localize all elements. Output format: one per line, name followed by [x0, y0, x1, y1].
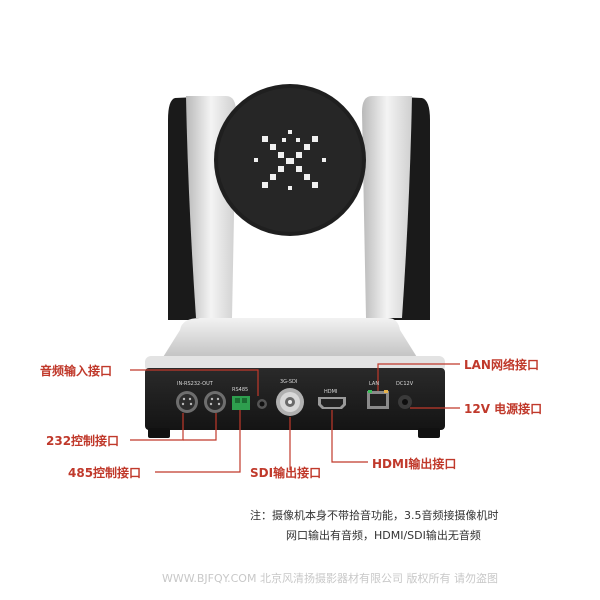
callout-rs232: 232控制接口 — [46, 434, 120, 448]
note-line-2: 网口输出有音频，HDMI/SDI输出无音频 — [286, 529, 481, 542]
callout-audio-in: 音频输入接口 — [40, 364, 113, 378]
audio-jack — [257, 399, 267, 409]
sdi-port-label: 3G-SDI — [280, 379, 298, 385]
rs485-port-label: RS485 — [232, 387, 249, 393]
hdmi-port-label: HDMI — [324, 389, 338, 395]
watermark-text: WWW.BJFQY.COM 北京风清扬摄影器材有限公司 版权所有 请勿盗图 — [162, 572, 498, 585]
rs232-port-label: IN-RS232-OUT — [177, 381, 213, 387]
lan-port-label: LAN — [369, 381, 380, 387]
callout-rs485: 485控制接口 — [68, 466, 142, 480]
callout-hdmi: HDMI输出接口 — [372, 457, 457, 471]
base-top — [160, 318, 420, 362]
note-line-1: 注：摄像机本身不带拾音功能，3.5音频接摄像机时 — [250, 509, 499, 522]
lan-port — [367, 390, 389, 409]
foot-left — [148, 428, 170, 438]
foot-right — [418, 428, 440, 438]
rs232-port-in — [176, 391, 198, 413]
brand-logo-icon — [254, 130, 326, 190]
callout-sdi: SDI输出接口 — [250, 466, 322, 480]
right-arm — [362, 96, 430, 320]
callout-lan: LAN网络接口 — [464, 358, 539, 372]
hdmi-port — [318, 397, 346, 409]
dc-port-label: DC12V — [396, 381, 414, 387]
sdi-bnc-port — [276, 388, 304, 416]
callout-lines — [130, 363, 460, 473]
dc-power-port — [398, 395, 412, 409]
rs485-terminal — [232, 396, 250, 410]
callout-power: 12V 电源接口 — [464, 402, 543, 416]
rs232-port-out — [204, 391, 226, 413]
